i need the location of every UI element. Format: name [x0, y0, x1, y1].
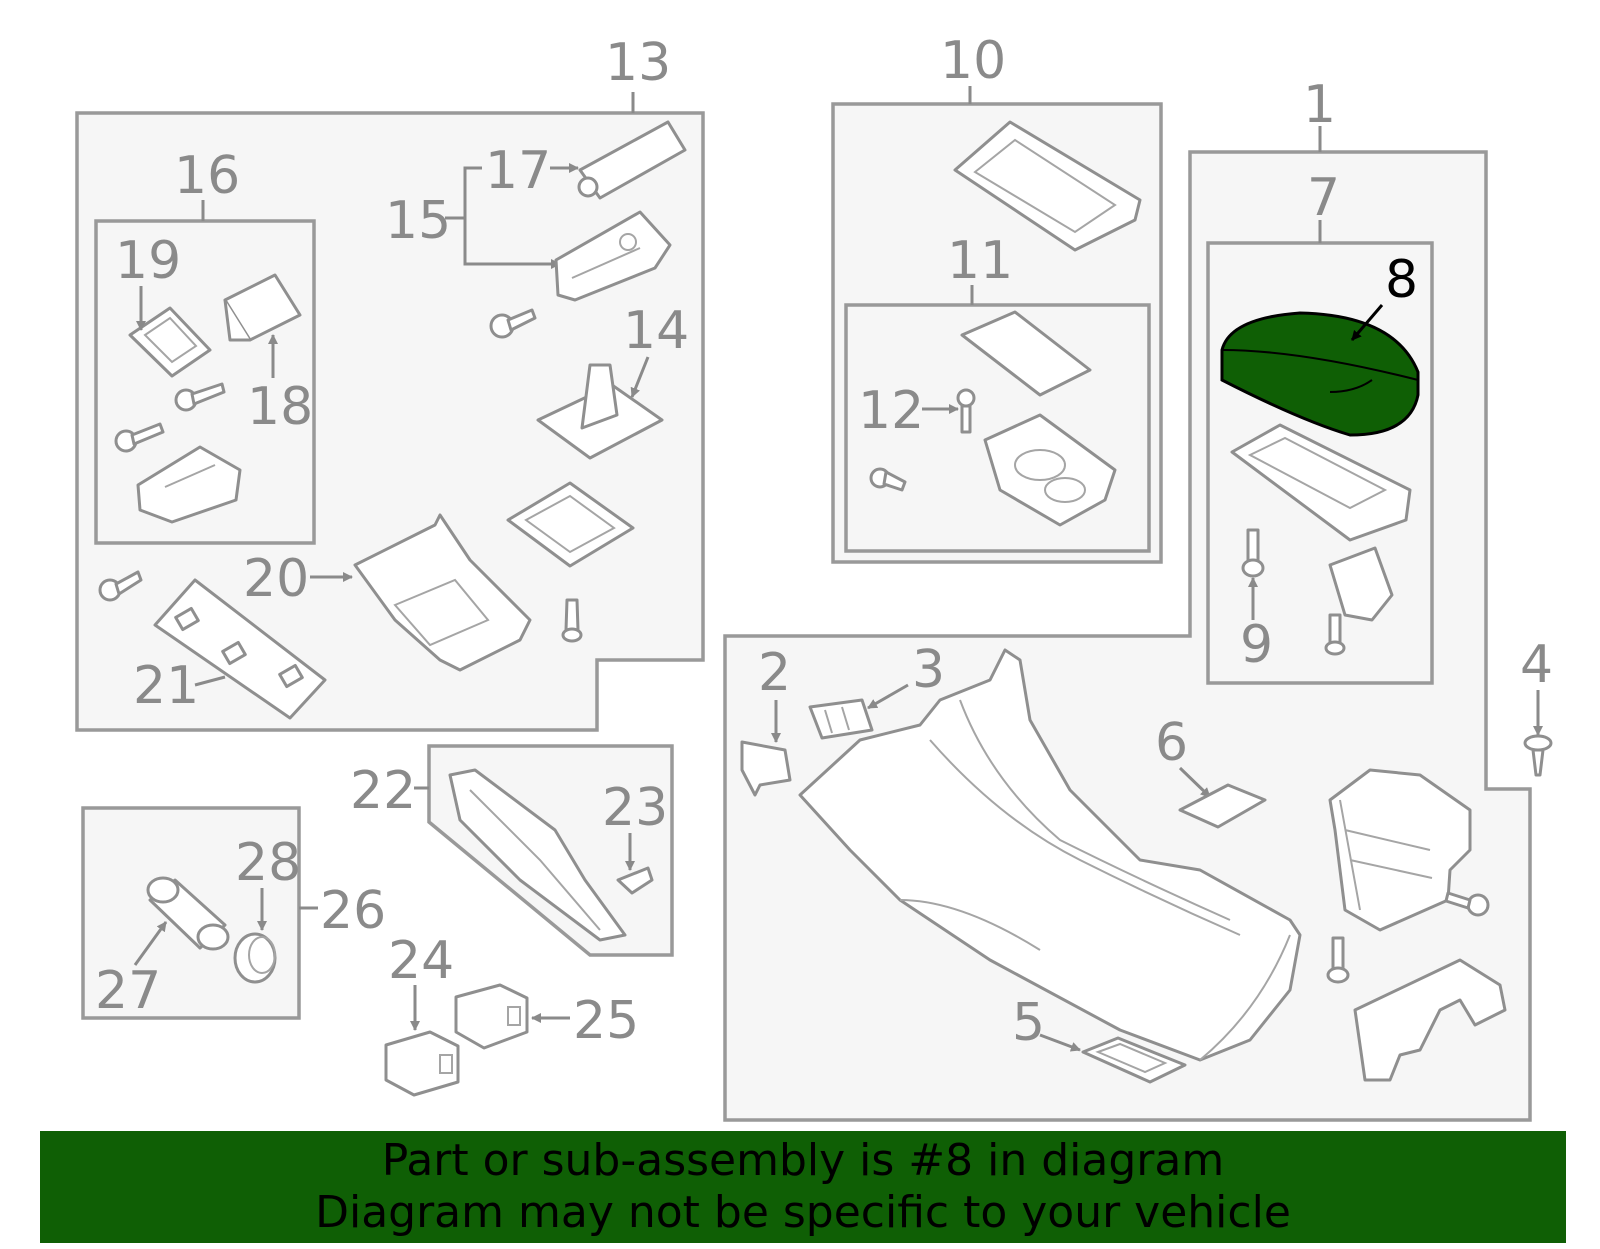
- screw: [489, 308, 537, 339]
- callout-3: 3: [912, 640, 945, 700]
- callout-24: 24: [388, 931, 454, 991]
- callout-21: 21: [133, 656, 199, 716]
- part-21-switch-strip: [153, 578, 327, 720]
- callout-19: 19: [115, 231, 181, 291]
- callout-17: 17: [485, 141, 551, 201]
- callout-20: 20: [243, 549, 309, 609]
- part-15-switch-panel: [554, 210, 672, 302]
- callout-28: 28: [235, 833, 301, 893]
- part-11-lid: [960, 310, 1092, 397]
- part-23-clip: [616, 866, 654, 895]
- callout-8: 8: [1385, 250, 1418, 310]
- part-5-tray: [1081, 1036, 1187, 1084]
- callout-2: 2: [758, 643, 791, 703]
- callout-27: 27: [95, 961, 161, 1021]
- callout-10: 10: [940, 31, 1006, 91]
- callout-18: 18: [247, 377, 313, 437]
- callout-16: 16: [174, 146, 240, 206]
- callout-1: 1: [1303, 75, 1336, 135]
- part-25-switch: [454, 983, 529, 1050]
- callout-7: 7: [1307, 168, 1340, 228]
- screw: [1326, 936, 1350, 984]
- callout-23: 23: [602, 778, 668, 838]
- part-latch: [1328, 546, 1394, 622]
- part-9-pin: [1241, 528, 1265, 578]
- part-12-screw: [956, 388, 976, 434]
- part-20-console-plate: [353, 513, 532, 672]
- banner-line-1: Part or sub-assembly is #8 in diagram: [381, 1135, 1225, 1186]
- callout-26: 26: [320, 881, 386, 941]
- screw: [174, 382, 226, 412]
- callout-5: 5: [1012, 993, 1045, 1053]
- part-4-clip: [1523, 734, 1553, 777]
- callout-9: 9: [1240, 615, 1273, 675]
- screw: [1324, 613, 1346, 656]
- part-18-module: [223, 273, 302, 342]
- callout-14: 14: [623, 301, 689, 361]
- callout-25: 25: [573, 991, 639, 1051]
- part-19-bracket: [128, 306, 212, 378]
- callout-4: 4: [1520, 635, 1553, 695]
- part-trim-ring: [506, 481, 635, 568]
- callout-13: 13: [605, 33, 671, 93]
- part-3-clip: [808, 698, 874, 740]
- part-28-cap: [233, 932, 277, 984]
- part-22-side-panel: [448, 768, 627, 942]
- part-8-armrest-lid: [1220, 311, 1420, 437]
- screw: [1444, 891, 1490, 917]
- info-banner: Part or sub-assembly is #8 in diagram Di…: [40, 1131, 1566, 1243]
- screw: [561, 598, 583, 643]
- callout-15: 15: [385, 191, 451, 251]
- part-14-shift-boot: [536, 363, 664, 460]
- callout-11: 11: [947, 231, 1013, 291]
- part-hdmi-port: [136, 445, 242, 524]
- part-rear-bracket: [1353, 958, 1507, 1082]
- callout-6: 6: [1155, 713, 1188, 773]
- part-6-mat: [1178, 783, 1267, 829]
- callout-22: 22: [350, 761, 416, 821]
- part-24-switch: [384, 1030, 460, 1097]
- screw: [114, 422, 165, 453]
- part-center-console: [798, 648, 1302, 1062]
- part-2-bracket: [740, 740, 792, 797]
- part-27-socket: [146, 876, 230, 951]
- screw: [869, 467, 907, 492]
- banner-line-2: Diagram may not be specific to your vehi…: [315, 1187, 1291, 1238]
- screw: [98, 570, 143, 602]
- part-10-top-trim: [953, 120, 1142, 252]
- part-17-cover: [577, 120, 687, 200]
- callout-12: 12: [858, 381, 924, 441]
- part-11-cupholder: [983, 413, 1117, 527]
- part-rear-bin: [1328, 768, 1472, 932]
- part-armrest-base: [1230, 423, 1412, 542]
